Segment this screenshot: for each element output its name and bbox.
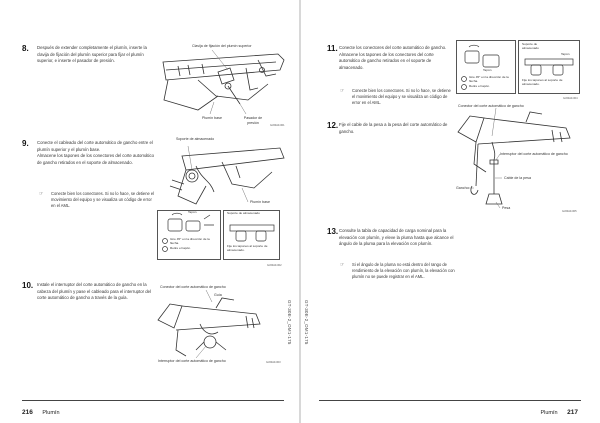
figure-code: GJ00A0-002 xyxy=(267,264,282,267)
step-text: Fije el cable de la pesa a la pesa del c… xyxy=(339,122,448,134)
figure-label: Conector del corte automático de gancho xyxy=(458,104,524,108)
step-text: Conecte el cableado del corte automático… xyxy=(37,140,155,165)
step-number: 13. xyxy=(327,227,339,236)
inset-store-caps: Soporte de almacenado Tapón Fije los tap… xyxy=(518,40,580,94)
step-text: Después de extender completamente el plu… xyxy=(37,45,147,64)
note-text: Conecte bien los conectores. Si no lo ha… xyxy=(51,191,155,209)
step-number: 11. xyxy=(327,44,338,53)
cap-removal-illustration xyxy=(461,44,500,90)
inset-label: Fije los tapones al soporte de almacenad… xyxy=(522,78,563,86)
figure-hook-switch: Conector del corte automático de gancho … xyxy=(156,284,288,366)
step-text: Consulte la tabla de capacidad de carga … xyxy=(339,228,454,247)
figure-label: Soporte de almacenado xyxy=(227,211,260,215)
figure-code: GJ00A0-001 xyxy=(270,124,285,127)
step-text: Conecte los conectores del corte automát… xyxy=(339,45,447,70)
step-number: 9. xyxy=(22,139,29,148)
step-number: 12. xyxy=(327,121,339,130)
step-number: 8. xyxy=(22,44,29,53)
figure-label: Guía xyxy=(214,293,222,297)
note-hand-icon: ☞ xyxy=(340,88,345,94)
inset-label: Fije los tapones al soporte de almacenad… xyxy=(227,244,268,252)
note-hand-icon: ☞ xyxy=(340,262,345,268)
figure-label: Gancho xyxy=(456,186,469,190)
right-page: GT-30E-2_OM1-175 11. Conecte los conecto… xyxy=(301,0,600,423)
page-number: 216 xyxy=(22,409,33,416)
figure-label: Soporte de almacenado xyxy=(176,137,215,141)
page-footer: Plumín 217 xyxy=(540,409,578,416)
footer-rule xyxy=(319,400,581,401)
inset-remove-cap: Tapón Gire 45° en la dirección de la fle… xyxy=(456,40,516,94)
rotate-arrow-icon xyxy=(171,212,183,216)
figure-label: Pesa xyxy=(502,206,511,210)
figure-label: Interruptor del corte automático de ganc… xyxy=(158,359,226,363)
figure-connector-cable: Soporte de almacenado Plumín base xyxy=(162,136,287,210)
figure-label: Clavija de fijación del plumín superior xyxy=(192,44,252,48)
figure-label: Tapón xyxy=(188,210,197,214)
inset-label: Retire el tapón. xyxy=(170,246,191,250)
left-page: 8. Después de extender completamente el … xyxy=(0,0,299,423)
cap-removal-illustration xyxy=(162,212,214,252)
footer-section: Plumín xyxy=(540,410,558,416)
page-gutter xyxy=(299,0,301,423)
figure-code: GJ00A0-004 xyxy=(563,97,578,100)
footer-section: Plumín xyxy=(42,410,60,416)
figure-label: Tapón xyxy=(561,52,570,56)
figure-label: Conector del corte automático de gancho xyxy=(160,285,226,289)
figure-label: Pasador de presión xyxy=(243,116,263,125)
caution-note: ☞ Si el ángulo de la pluma no está dentr… xyxy=(340,262,457,281)
figure-code: GJ00A0-003 xyxy=(266,361,281,364)
caution-note: ☞ Conecte bien los conectores. Si no lo … xyxy=(39,191,155,210)
rotate-arrow-icon xyxy=(468,44,480,48)
caps-stored-illustration xyxy=(229,224,275,242)
hook-switch-illustration xyxy=(157,289,261,359)
figure-label: Plumín base xyxy=(202,116,222,120)
figure-label: Cable de la pesa xyxy=(504,176,531,180)
inset-label: Gire 45° en la dirección de la flecha. xyxy=(469,75,509,83)
note-text: Conecte bien los conectores. Si no lo ha… xyxy=(352,88,451,106)
figure-label: Plumín base xyxy=(250,200,270,204)
figure-boom-pin: Clavija de fijación del plumín superior … xyxy=(158,40,288,128)
footer-rule xyxy=(22,400,284,401)
inset-store-caps: Soporte de almacenado Fije los tapones a… xyxy=(223,210,280,260)
inset-label: Gire 45° en la dirección de la flecha. xyxy=(170,237,210,245)
note-text: Si el ángulo de la pluma no está dentro … xyxy=(352,262,455,280)
inset-remove-cap: Tapón Gire 45° en la dirección de la fle… xyxy=(157,210,221,260)
page-number: 217 xyxy=(567,409,578,416)
figure-label: Soporte de almacenado xyxy=(522,42,539,50)
figure-hook-weight: Conector del corte automático de gancho … xyxy=(456,102,584,214)
step-number: 10. xyxy=(22,281,34,290)
note-hand-icon: ☞ xyxy=(39,191,44,197)
step-text: Instale el interruptor del corte automát… xyxy=(37,282,151,301)
caps-stored-illustration xyxy=(524,58,574,76)
figure-label: Tapón xyxy=(483,68,492,72)
boom-pin-illustration xyxy=(162,49,285,115)
inset-label: Retire el tapón. xyxy=(469,84,490,88)
connector-cable-illustration xyxy=(169,145,285,205)
side-tag: GT-30E-2_OM1-175 xyxy=(304,300,309,345)
hook-weight-illustration xyxy=(457,107,571,209)
caution-note: ☞ Conecte bien los conectores. Si no lo … xyxy=(340,88,454,107)
side-tag: GT-30E-2_OM1-175 xyxy=(287,300,292,345)
page-footer: 216 Plumín xyxy=(22,409,60,416)
figure-label: Interruptor del corte automático de ganc… xyxy=(500,152,568,156)
figure-code: GJ00A0-005 xyxy=(562,210,577,213)
